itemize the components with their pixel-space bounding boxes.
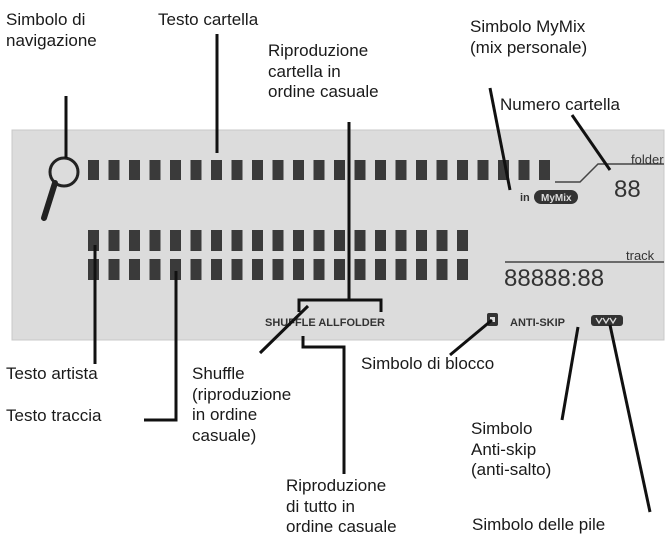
segment-cell xyxy=(190,160,202,180)
segment-cell xyxy=(149,160,161,180)
navigation-symbol-icon xyxy=(41,156,80,221)
segment-cell xyxy=(395,160,407,180)
label-all-random: Riproduzione di tutto in ordine casuale xyxy=(286,476,397,536)
segment-cell xyxy=(293,160,304,180)
label-artist-text: Testo artista xyxy=(6,364,98,383)
segment-cell xyxy=(416,259,427,280)
segment-cell xyxy=(231,160,243,180)
label-mymix-symbol: Simbolo MyMix (mix personale) xyxy=(470,17,588,57)
mymix-badge-text: MyMix xyxy=(541,193,572,204)
segment-cell xyxy=(211,259,222,280)
segment-cell xyxy=(252,160,263,180)
segment-cell xyxy=(272,160,284,180)
segment-cell xyxy=(211,230,222,251)
segment-cell xyxy=(334,259,345,280)
segment-cell xyxy=(108,230,120,251)
label-folder-number: Numero cartella xyxy=(500,95,620,114)
segment-cell xyxy=(293,259,304,280)
in-label: in xyxy=(520,192,530,204)
label-folder-random: Riproduzione cartella in ordine casuale xyxy=(268,41,379,101)
artist-text-segments xyxy=(88,230,468,251)
label-navigation-symbol: Simbolo di navigazione xyxy=(6,10,97,50)
folder-divider xyxy=(555,163,664,183)
segment-cell xyxy=(313,160,325,180)
segment-cell xyxy=(354,259,366,280)
mymix-symbol-icon: MyMix xyxy=(534,190,578,204)
segment-cell xyxy=(457,259,468,280)
segment-cell xyxy=(477,160,489,180)
segment-cell xyxy=(313,259,325,280)
segment-cell xyxy=(211,160,222,180)
segment-cell xyxy=(272,230,284,251)
segment-cell xyxy=(252,259,263,280)
segment-cell xyxy=(190,230,202,251)
segment-cell xyxy=(190,259,202,280)
folder-label: folder xyxy=(631,152,664,167)
segment-cell xyxy=(231,230,243,251)
segment-cell xyxy=(272,259,284,280)
segment-cell xyxy=(436,230,448,251)
segment-cell xyxy=(170,259,181,280)
leader-lines xyxy=(64,34,652,513)
segment-cell xyxy=(457,230,468,251)
segment-cell xyxy=(518,160,530,180)
segment-cell xyxy=(129,230,140,251)
segment-cell xyxy=(375,160,386,180)
segment-cell xyxy=(252,230,263,251)
antiskip-text: ANTI-SKIP xyxy=(510,317,565,329)
segment-cell xyxy=(334,230,345,251)
segment-cell xyxy=(108,160,120,180)
folder-digits: 88 xyxy=(614,176,641,203)
segment-cell xyxy=(354,230,366,251)
segment-cell xyxy=(498,160,509,180)
label-shuffle: Shuffle (riproduzione in ordine casuale) xyxy=(192,364,292,445)
segment-cell xyxy=(129,160,140,180)
folder-text-segments xyxy=(88,160,550,180)
label-track-text: Testo traccia xyxy=(6,406,102,425)
segment-cell xyxy=(375,230,386,251)
segment-cell xyxy=(88,160,99,180)
label-lock-symbol: Simbolo di blocco xyxy=(361,354,495,373)
segment-cell xyxy=(108,259,120,280)
segment-cell xyxy=(149,259,161,280)
track-digits: 88888:88 xyxy=(504,265,604,292)
segment-cell xyxy=(334,160,345,180)
segment-cell xyxy=(170,160,181,180)
segment-cell xyxy=(416,160,427,180)
label-battery-symbol: Simbolo delle pile xyxy=(472,515,606,534)
segment-cell xyxy=(354,160,366,180)
segment-cell xyxy=(375,259,386,280)
segment-cell xyxy=(436,259,448,280)
segment-cell xyxy=(436,160,448,180)
segment-cell xyxy=(293,230,304,251)
segment-cell xyxy=(457,160,468,180)
segment-cell xyxy=(129,259,140,280)
label-folder-text: Testo cartella xyxy=(158,10,259,29)
segment-cell xyxy=(149,230,161,251)
battery-symbol-icon xyxy=(591,315,623,326)
track-label: track xyxy=(626,248,655,263)
segment-cell xyxy=(539,160,550,180)
segment-cell xyxy=(395,230,407,251)
segment-cell xyxy=(231,259,243,280)
track-text-segments xyxy=(88,259,468,280)
label-antiskip-symbol: Simbolo Anti-skip (anti-salto) xyxy=(471,419,552,479)
segment-cell xyxy=(88,230,99,251)
segment-cell xyxy=(313,230,325,251)
segment-cell xyxy=(395,259,407,280)
segment-cell xyxy=(416,230,427,251)
segment-cell xyxy=(170,230,181,251)
shuffle-allfolder-text: SHUFFLE ALLFOLDER xyxy=(265,317,385,329)
